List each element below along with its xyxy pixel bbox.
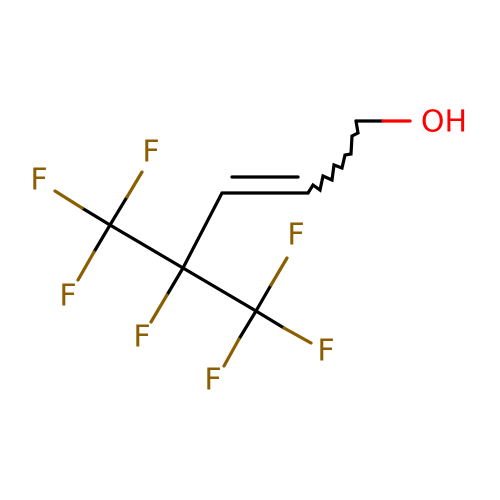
hydroxyl-label: OH (421, 105, 467, 140)
fluorine-label-bottom: F (204, 363, 221, 398)
bond-left-cf3-to-f-top-black (108, 195, 129, 227)
bond-left-cf3-to-f-left-lower (76, 250, 96, 282)
fluorine-label-left: F (30, 163, 47, 198)
fluorine-label-right-lower: F (317, 334, 334, 369)
bond-right-cf3-to-f-bottom-black (237, 309, 258, 341)
bond-right-cf3-to-f-right-lower (282, 326, 313, 345)
wavy-bond-stereo (306, 119, 360, 195)
bond-left-cf3-to-f-top (125, 170, 144, 199)
bond-left-cf3-to-f-left-lower-black (92, 223, 112, 254)
bond-left-cf3-to-f-left (53, 189, 84, 210)
bond-right-cf3-to-f-right-upper-black (254, 283, 273, 313)
bond-center-to-cf3-right (181, 266, 258, 313)
bond-left-cf3-to-f-left-black (80, 206, 112, 227)
fluorine-label-center: F (133, 320, 150, 355)
fluorine-label-right-upper: F (287, 218, 304, 253)
bond-center-to-f-center (149, 293, 169, 324)
bond-right-cf3-to-f-right-lower-black (254, 309, 286, 330)
bond-center-to-f-center-black (165, 266, 185, 297)
fluorine-label-top: F (142, 135, 159, 170)
bond-center-to-alkene (181, 191, 224, 270)
bond-right-cf3-to-f-bottom (222, 337, 241, 368)
fluorine-label-left-lower: F (59, 279, 76, 314)
bond-cf3-left-to-center (108, 223, 185, 270)
bond-right-cf3-to-f-right-upper (269, 256, 289, 287)
